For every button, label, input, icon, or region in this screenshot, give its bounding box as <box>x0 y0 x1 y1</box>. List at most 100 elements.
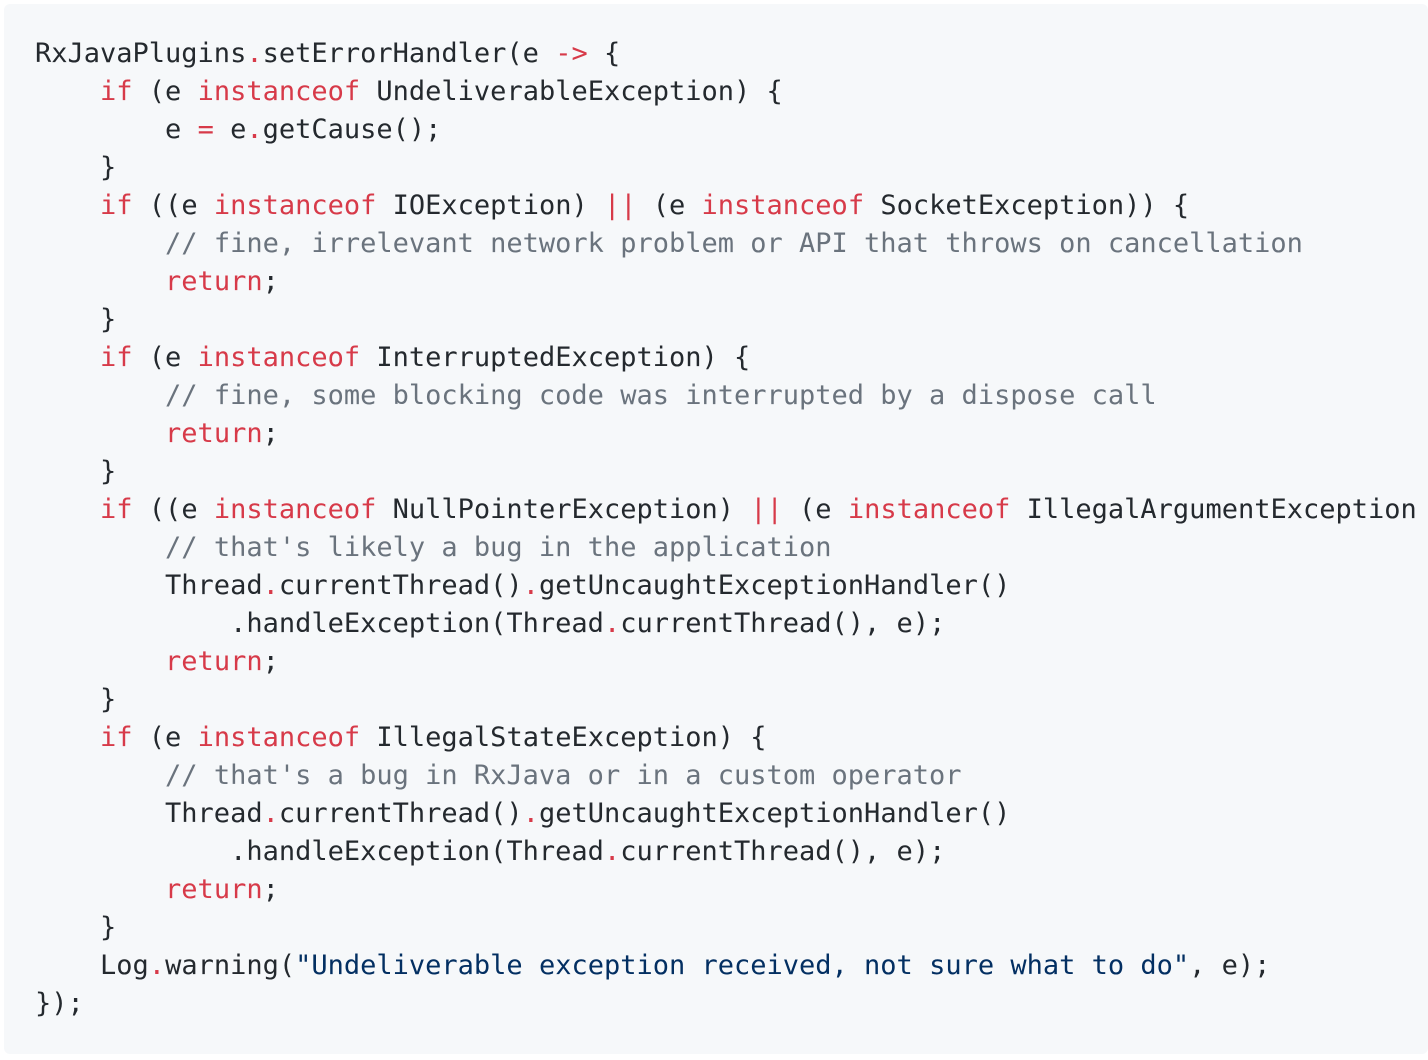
keyword-token: if <box>100 342 133 373</box>
plain-token: Log <box>35 950 149 981</box>
plain-token <box>35 228 165 259</box>
plain-token: ; <box>262 646 279 677</box>
string-token: "Undeliverable exception received, not s… <box>295 950 1190 981</box>
operator-token: . <box>148 950 166 981</box>
plain-token <box>35 190 100 221</box>
plain-token: e <box>213 114 247 145</box>
comment-token: // fine, some blocking code was interrup… <box>165 380 1157 411</box>
keyword-token: instanceof <box>213 494 377 525</box>
keyword-token: if <box>100 494 133 525</box>
plain-token: ; <box>262 266 279 297</box>
operator-token: . <box>246 38 263 69</box>
keyword-token: instanceof <box>213 190 377 221</box>
code-line: } <box>35 681 1417 719</box>
plain-token: IllegalStateException) { <box>360 722 767 753</box>
code-line: }); <box>35 985 1417 1023</box>
code-line: RxJavaPlugins.setErrorHandler(e -> { <box>35 35 1417 73</box>
keyword-token: if <box>100 190 133 221</box>
plain-token <box>35 874 165 905</box>
comment-token: // fine, irrelevant network problem or A… <box>165 228 1303 259</box>
plain-token: IOException) <box>376 190 604 221</box>
comment-token: // that's a bug in RxJava or in a custom… <box>165 760 962 791</box>
operator-token: -> <box>555 38 588 69</box>
plain-token: ; <box>262 874 279 905</box>
plain-token: (e <box>132 722 198 753</box>
code-line: if (e instanceof InterruptedException) { <box>35 339 1417 377</box>
code-line: if ((e instanceof NullPointerException) … <box>35 491 1417 529</box>
code-line: // fine, some blocking code was interrup… <box>35 377 1417 415</box>
plain-token <box>35 722 100 753</box>
code-line: if (e instanceof UndeliverableException)… <box>35 73 1417 111</box>
code-line: } <box>35 149 1417 187</box>
keyword-token: instanceof <box>197 76 361 107</box>
code-line: Log.warning("Undeliverable exception rec… <box>35 947 1417 985</box>
code-line: .handleException(Thread.currentThread(),… <box>35 833 1417 871</box>
plain-token: currentThread(), e); <box>620 836 946 867</box>
plain-token: } <box>35 912 117 943</box>
keyword-token: return <box>165 266 263 297</box>
plain-token <box>35 76 100 107</box>
keyword-token: instanceof <box>197 722 361 753</box>
operator-token: . <box>522 570 539 601</box>
plain-token: { <box>587 38 621 69</box>
code-block: RxJavaPlugins.setErrorHandler(e -> { if … <box>4 4 1428 1054</box>
plain-token <box>35 646 165 677</box>
operator-token: . <box>262 798 279 829</box>
keyword-token: instanceof <box>197 342 361 373</box>
plain-token <box>35 342 100 373</box>
comment-token: // that's likely a bug in the applicatio… <box>165 532 832 563</box>
code-line: return; <box>35 415 1417 453</box>
plain-token: getUncaughtExceptionHandler() <box>538 798 1011 829</box>
code-line: e = e.getCause(); <box>35 111 1417 149</box>
plain-token: }); <box>35 988 84 1019</box>
code-line: // that's a bug in RxJava or in a custom… <box>35 757 1417 795</box>
plain-token: e <box>35 114 198 145</box>
code-line: } <box>35 909 1417 947</box>
keyword-token: if <box>100 722 133 753</box>
plain-token: Thread <box>35 798 263 829</box>
plain-token: warning( <box>165 950 296 981</box>
keyword-token: if <box>100 76 133 107</box>
plain-token: (e <box>132 76 198 107</box>
plain-token: (e <box>782 494 848 525</box>
code-line: .handleException(Thread.currentThread(),… <box>35 605 1417 643</box>
plain-token <box>35 418 165 449</box>
code-content[interactable]: RxJavaPlugins.setErrorHandler(e -> { if … <box>35 35 1417 1023</box>
operator-token: || <box>750 494 783 525</box>
plain-token: UndeliverableException) { <box>360 76 783 107</box>
code-line: // fine, irrelevant network problem or A… <box>35 225 1417 263</box>
operator-token: . <box>522 798 539 829</box>
code-line: return; <box>35 643 1417 681</box>
plain-token <box>35 494 100 525</box>
code-line: Thread.currentThread().getUncaughtExcept… <box>35 567 1417 605</box>
keyword-token: instanceof <box>847 494 1011 525</box>
plain-token: (e <box>636 190 702 221</box>
operator-token: . <box>246 114 263 145</box>
plain-token: } <box>35 152 117 183</box>
plain-token: NullPointerException) <box>376 494 751 525</box>
plain-token: , e); <box>1189 950 1271 981</box>
plain-token <box>35 532 165 563</box>
plain-token: IllegalArgumentException <box>1010 494 1417 525</box>
operator-token: . <box>262 570 279 601</box>
plain-token: .handleException(Thread <box>35 836 604 867</box>
plain-token: setErrorHandler(e <box>262 38 556 69</box>
plain-token: .handleException(Thread <box>35 608 604 639</box>
plain-token: ((e <box>132 494 214 525</box>
plain-token <box>35 760 165 791</box>
plain-token: getUncaughtExceptionHandler() <box>538 570 1011 601</box>
plain-token: } <box>35 304 117 335</box>
plain-token: } <box>35 684 117 715</box>
plain-token: currentThread() <box>278 798 523 829</box>
operator-token: . <box>603 836 621 867</box>
plain-token: currentThread() <box>278 570 523 601</box>
plain-token: InterruptedException) { <box>360 342 751 373</box>
code-line: } <box>35 301 1417 339</box>
operator-token: = <box>197 114 214 145</box>
plain-token <box>35 380 165 411</box>
plain-token: ((e <box>132 190 214 221</box>
code-line: // that's likely a bug in the applicatio… <box>35 529 1417 567</box>
plain-token: } <box>35 456 117 487</box>
operator-token: . <box>603 608 621 639</box>
code-line: Thread.currentThread().getUncaughtExcept… <box>35 795 1417 833</box>
